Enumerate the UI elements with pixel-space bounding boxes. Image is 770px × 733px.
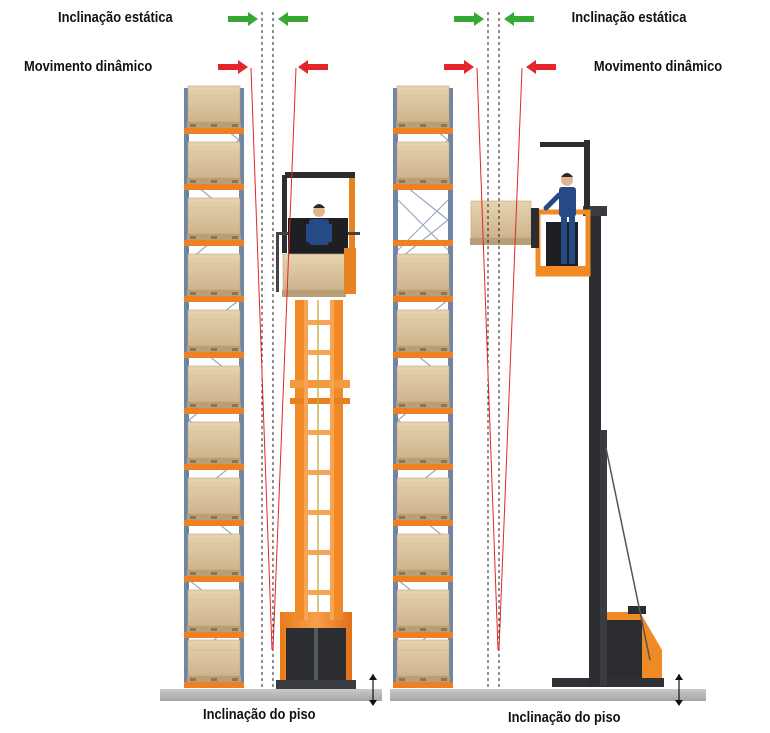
- dynamic-lines-right: [476, 67, 523, 651]
- dynamic-movement-label-left: Movimento dinâmico: [24, 58, 153, 75]
- order-picker-right: [470, 140, 664, 687]
- forklift-left: [276, 172, 360, 689]
- dynamic-movement-label-right: Movimento dinâmico: [593, 58, 722, 75]
- static-arrows-right-icon: [454, 12, 534, 26]
- floor-right: [390, 689, 706, 701]
- dynamic-arrows-right-icon: [444, 60, 556, 74]
- rack-left: [183, 85, 245, 689]
- static-tilt-label-right: Inclinação estática: [571, 9, 686, 26]
- dynamic-arrows-left-icon: [218, 60, 328, 74]
- rack-right: [392, 85, 454, 689]
- static-tilt-lines-left: [261, 12, 274, 689]
- dynamic-lines-left: [250, 67, 297, 651]
- floor-marker-right-icon: [675, 674, 683, 706]
- static-tilt-label-left: Inclinação estática: [58, 9, 173, 26]
- floor-tilt-label-left: Inclinação do piso: [203, 706, 316, 723]
- static-arrows-left-icon: [228, 12, 308, 26]
- floor-marker-left-icon: [369, 674, 377, 706]
- floor-left: [160, 689, 382, 701]
- floor-tilt-label-right: Inclinação do piso: [508, 709, 621, 726]
- static-tilt-lines-right: [487, 12, 500, 689]
